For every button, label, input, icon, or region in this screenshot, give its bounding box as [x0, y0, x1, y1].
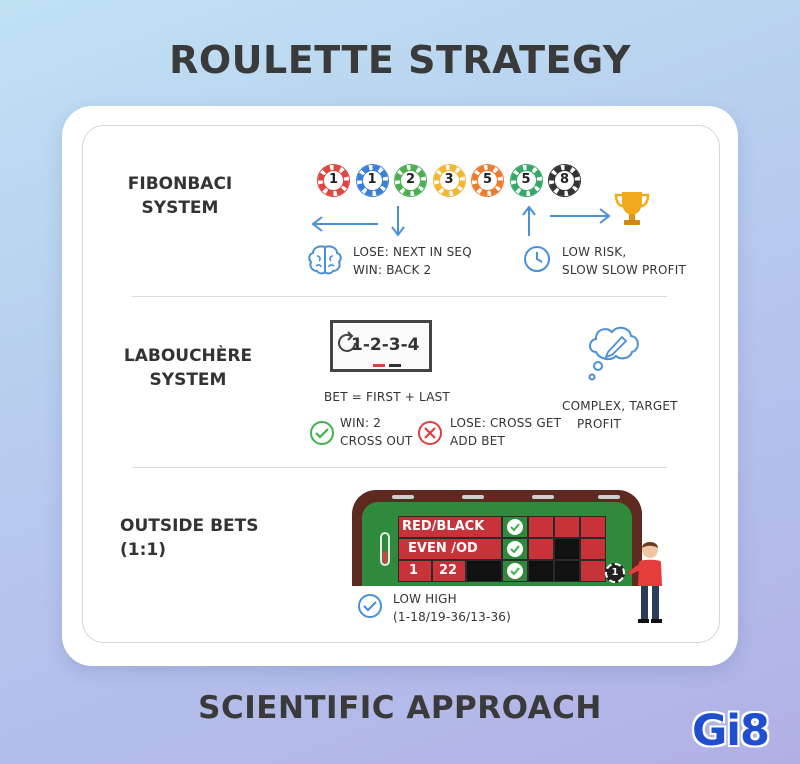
- chip-5: 5: [472, 165, 503, 196]
- bet-number-22[interactable]: [432, 560, 466, 582]
- bet-number-22-label: 22: [439, 563, 458, 578]
- thermometer-icon: [380, 532, 390, 566]
- check-circle-icon: [507, 519, 523, 535]
- fibonacci-win-rule: WIN: BACK 2: [353, 263, 432, 277]
- board-marker: [389, 364, 401, 367]
- thought-pencil-icon: [588, 326, 639, 381]
- up-arrow-icon: [522, 205, 536, 236]
- labouchere-lose-line1: LOSE: CROSS GET: [450, 416, 562, 430]
- check-circle-icon: [507, 563, 523, 579]
- whiteboard: 1-2-3-4: [330, 320, 432, 372]
- bet-even-odd[interactable]: [398, 538, 502, 560]
- chip-value: 8: [554, 170, 575, 191]
- cross-circle-icon: [418, 421, 442, 445]
- bet-even-odd-label: EVEN /OD: [408, 541, 478, 556]
- fibonacci-risk-line1: LOW RISK,: [562, 245, 627, 259]
- trophy-icon: [614, 192, 650, 225]
- chip-value: 5: [477, 170, 498, 191]
- labouchere-lose-line2: ADD BET: [450, 434, 506, 448]
- divider-1: [132, 296, 667, 297]
- chip-value: 1: [611, 567, 619, 578]
- page-subtitle: SCIENTIFIC APPROACH: [198, 690, 602, 726]
- down-arrow-icon: [391, 206, 405, 237]
- chip-value: 1: [361, 170, 383, 191]
- fibonacci-lose-rule: LOSE: NEXT IN SEQ: [353, 245, 472, 259]
- labouchere-note-line2: PROFIT: [577, 417, 621, 431]
- labouchere-bet-rule: BET = FIRST + LAST: [324, 390, 450, 404]
- chip-value: 3: [438, 170, 460, 191]
- chip-2: 1: [356, 165, 388, 196]
- roulette-table: RED/BLACK EVEN /OD 1 22: [352, 490, 642, 586]
- right-arrow-icon: [550, 208, 611, 224]
- chip-3: 2: [395, 165, 426, 196]
- left-arrow-icon: [311, 216, 378, 232]
- chip-value: 2: [400, 170, 421, 191]
- refresh-icon: [338, 331, 356, 352]
- brand-logo: Gi8: [692, 706, 770, 756]
- brain-icon: [308, 245, 342, 275]
- bet-number-1-label: 1: [409, 563, 419, 578]
- check-circle-icon: [310, 421, 334, 445]
- outside-bets-label: OUTSIDE BETS (1:1): [120, 516, 259, 560]
- person-icon: [628, 542, 662, 623]
- check-circle-icon: [507, 541, 523, 557]
- check-circle-icon: [358, 594, 382, 618]
- chip-4: 3: [433, 165, 465, 196]
- bet-red-black[interactable]: [398, 516, 502, 538]
- board-marker: [373, 364, 385, 367]
- labouchere-win-line2: CROSS OUT: [340, 434, 413, 448]
- fibonacci-risk-line2: SLOW SLOW PROFIT: [562, 263, 686, 277]
- chip-1: 1: [318, 165, 349, 196]
- chip-7: 8: [549, 165, 580, 196]
- chip-value: 5: [515, 170, 537, 191]
- page-title: ROULETTE STRATEGY: [169, 38, 631, 82]
- labouchere-win-line1: WIN: 2: [340, 416, 382, 430]
- divider-2: [132, 467, 667, 468]
- chip-icon: 1: [605, 563, 625, 583]
- chip-value: 1: [323, 170, 344, 191]
- clock-icon: [524, 246, 550, 272]
- table-felt: RED/BLACK EVEN /OD 1 22: [362, 502, 632, 586]
- bet-red-black-label: RED/BLACK: [402, 519, 485, 534]
- bet-number-1[interactable]: [398, 560, 432, 582]
- outside-caption-line2: (1-18/19-36/13-36): [393, 610, 512, 624]
- board-sequence: 1-2-3-4: [351, 335, 420, 355]
- outside-caption-line1: LOW HIGH: [393, 592, 457, 606]
- labouchere-note-line1: COMPLEX, TARGET: [562, 399, 678, 413]
- chip-6: 5: [510, 165, 542, 196]
